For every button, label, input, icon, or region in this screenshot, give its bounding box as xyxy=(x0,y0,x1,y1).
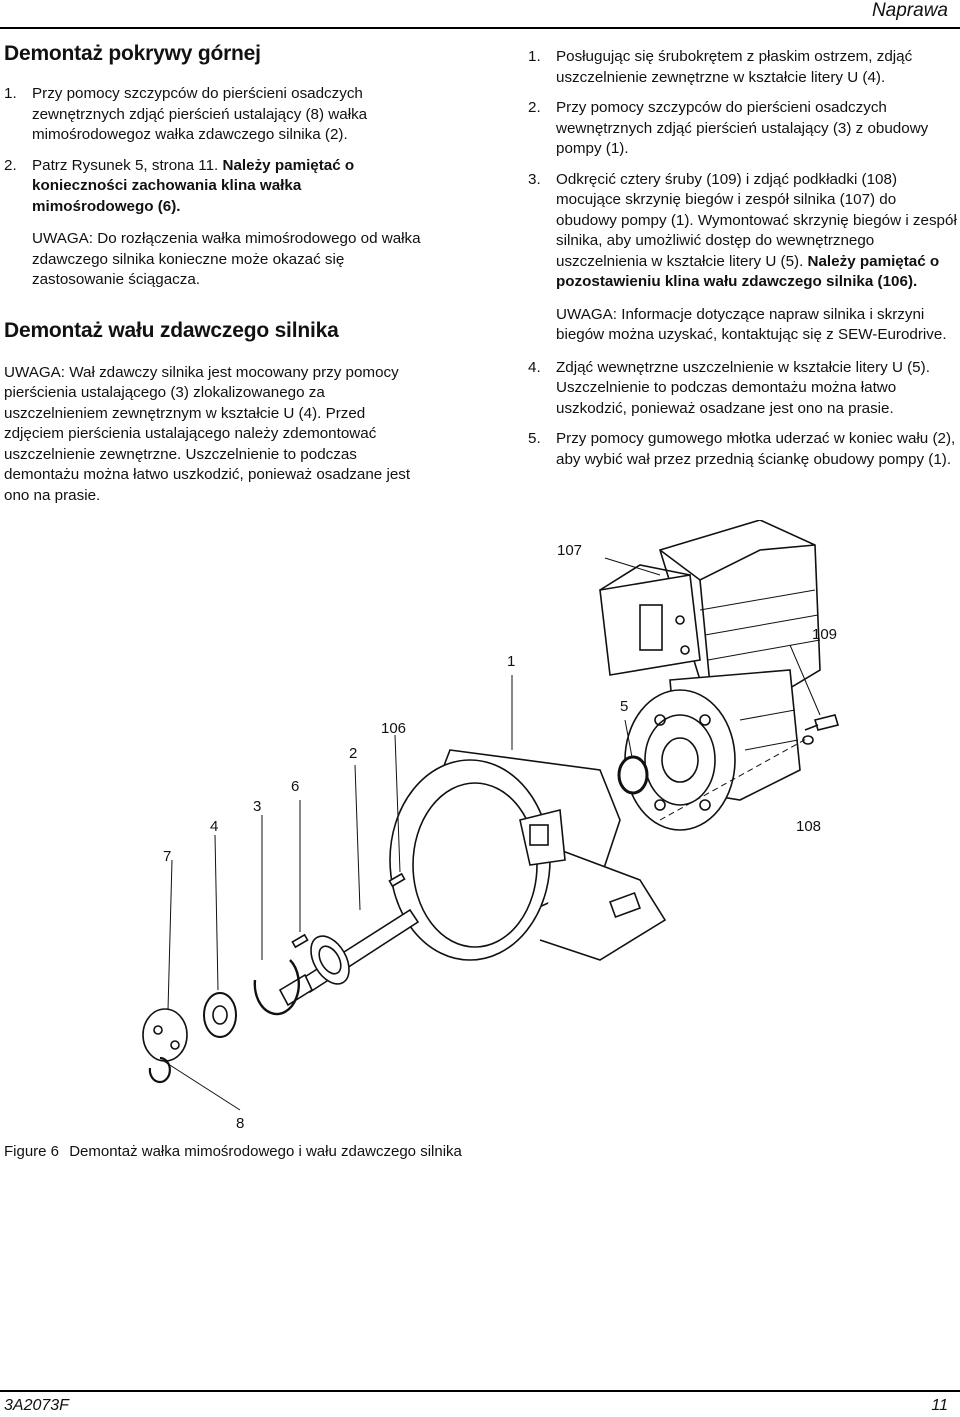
callout-4: 4 xyxy=(210,818,219,835)
steps-output-shaft: 1. Posługując się śrubokrętem z płaskim … xyxy=(528,47,960,293)
step-text: Zdjąć wewnętrzne uszczelnienie w kształc… xyxy=(556,358,930,417)
pump-housing xyxy=(389,749,667,961)
list-item: 5. Przy pomocy gumowego młotka uderzać w… xyxy=(528,429,960,470)
step-emphasis: Należy pamiętać o konieczności zachowani… xyxy=(32,156,355,215)
callout-1: 1 xyxy=(507,653,516,670)
callout-107: 107 xyxy=(557,542,583,559)
step-number: 1. xyxy=(4,85,17,102)
note-label: UWAGA: xyxy=(556,305,618,323)
right-column: 1. Posługując się śrubokrętem z płaskim … xyxy=(528,47,960,482)
note-output-shaft: UWAGA: Wał zdawczy silnika jest mocowany… xyxy=(4,363,422,507)
retaining-ring-3 xyxy=(253,959,300,1016)
step-text: Przy pomocy szczypców do pierścieni osad… xyxy=(32,85,368,143)
page-number: 11 xyxy=(931,1397,948,1414)
callout-108: 108 xyxy=(796,818,822,835)
callout-3: 3 xyxy=(253,798,262,815)
motor-assembly xyxy=(599,520,821,831)
header-divider xyxy=(0,27,960,29)
list-item: 2. Przy pomocy szczypców do pierścieni o… xyxy=(528,98,960,160)
step-number: 1. xyxy=(528,48,541,65)
note-text: Wał zdawczy silnika jest mocowany przy p… xyxy=(4,363,411,504)
steps-output-shaft-cont: 4. Zdjąć wewnętrzne uszczelnienie w kszt… xyxy=(528,358,960,471)
step-emphasis: Należy pamiętać o pozostawieniu klina wa… xyxy=(556,252,940,291)
retaining-ring-8 xyxy=(148,1056,171,1084)
left-column: Demontaż pokrywy górnej 1. Przy pomocy s… xyxy=(4,42,422,518)
footer-divider xyxy=(0,1390,960,1392)
note-label: UWAGA: xyxy=(32,230,94,247)
list-item: 1. Posługując się śrubokrętem z płaskim … xyxy=(528,47,960,88)
eccentric-shaft xyxy=(142,1008,188,1062)
section-title: Naprawa xyxy=(871,0,948,21)
step-text-after: (6). xyxy=(153,197,181,215)
caption-text: Demontaż wałka mimośrodowego i wału zdaw… xyxy=(69,1143,462,1160)
step-text: Przy pomocy gumowego młotka uderzać w ko… xyxy=(556,430,956,468)
step-number: 2. xyxy=(4,156,17,174)
callout-8: 8 xyxy=(236,1115,245,1132)
note-puller: UWAGA: Do rozłączenia wałka mimośrodoweg… xyxy=(4,229,422,291)
u-seal-5 xyxy=(617,755,649,795)
callout-2: 2 xyxy=(349,745,358,762)
steps-top-cover: 1. Przy pomocy szczypców do pierścieni o… xyxy=(4,84,422,217)
step-text: Posługując się śrubokrętem z płaskim ost… xyxy=(556,48,913,86)
step-number: 3. xyxy=(528,170,541,188)
note-text: Do rozłączenia wałka mimośrodowego od wa… xyxy=(32,230,421,288)
exploded-view-drawing xyxy=(142,520,840,1111)
list-item: 3. Odkręcić cztery śruby (109) i zdjąć p… xyxy=(528,170,960,293)
callout-5: 5 xyxy=(620,698,629,715)
key-106 xyxy=(388,872,406,888)
callout-109: 109 xyxy=(812,626,838,643)
caption-label: Figure 6 xyxy=(4,1143,60,1160)
callout-106: 106 xyxy=(381,720,407,737)
step-text: Patrz Rysunek 5, strona 11. xyxy=(32,156,223,174)
list-item: 1. Przy pomocy szczypców do pierścieni o… xyxy=(4,84,422,146)
key-6 xyxy=(291,933,309,949)
step-number: 4. xyxy=(528,358,541,376)
output-shaft xyxy=(278,908,420,1007)
doc-number: 3A2073F xyxy=(4,1397,69,1414)
list-item: 2. Patrz Rysunek 5, strona 11. Należy pa… xyxy=(4,156,422,218)
figure-caption: Figure 6 Demontaż wałka mimośrodowego i … xyxy=(4,1143,462,1160)
leader-lines xyxy=(161,557,821,1111)
step-number: 5. xyxy=(528,430,541,447)
exploded-view-figure: 107 109 1 5 106 2 6 3 4 108 7 8 xyxy=(0,520,960,1132)
callout-7: 7 xyxy=(163,848,172,865)
heading-top-cover: Demontaż pokrywy górnej xyxy=(4,42,261,65)
step-number: 2. xyxy=(528,99,541,116)
heading-output-shaft: Demontaż wału zdawczego silnika xyxy=(4,318,339,342)
note-label: UWAGA: xyxy=(4,363,66,381)
note-sew: UWAGA: Informacje dotyczące napraw silni… xyxy=(528,305,960,346)
bolt-109 xyxy=(802,714,840,745)
callout-6: 6 xyxy=(291,778,300,795)
step-text: Przy pomocy szczypców do pierścieni osad… xyxy=(556,99,929,157)
step-text: Odkręcić cztery śruby (109) i zdjąć podk… xyxy=(556,170,957,270)
note-text: Informacje dotyczące napraw silnika i sk… xyxy=(556,305,947,344)
list-item: 4. Zdjąć wewnętrzne uszczelnienie w kszt… xyxy=(528,358,960,420)
u-seal-4 xyxy=(203,992,237,1038)
